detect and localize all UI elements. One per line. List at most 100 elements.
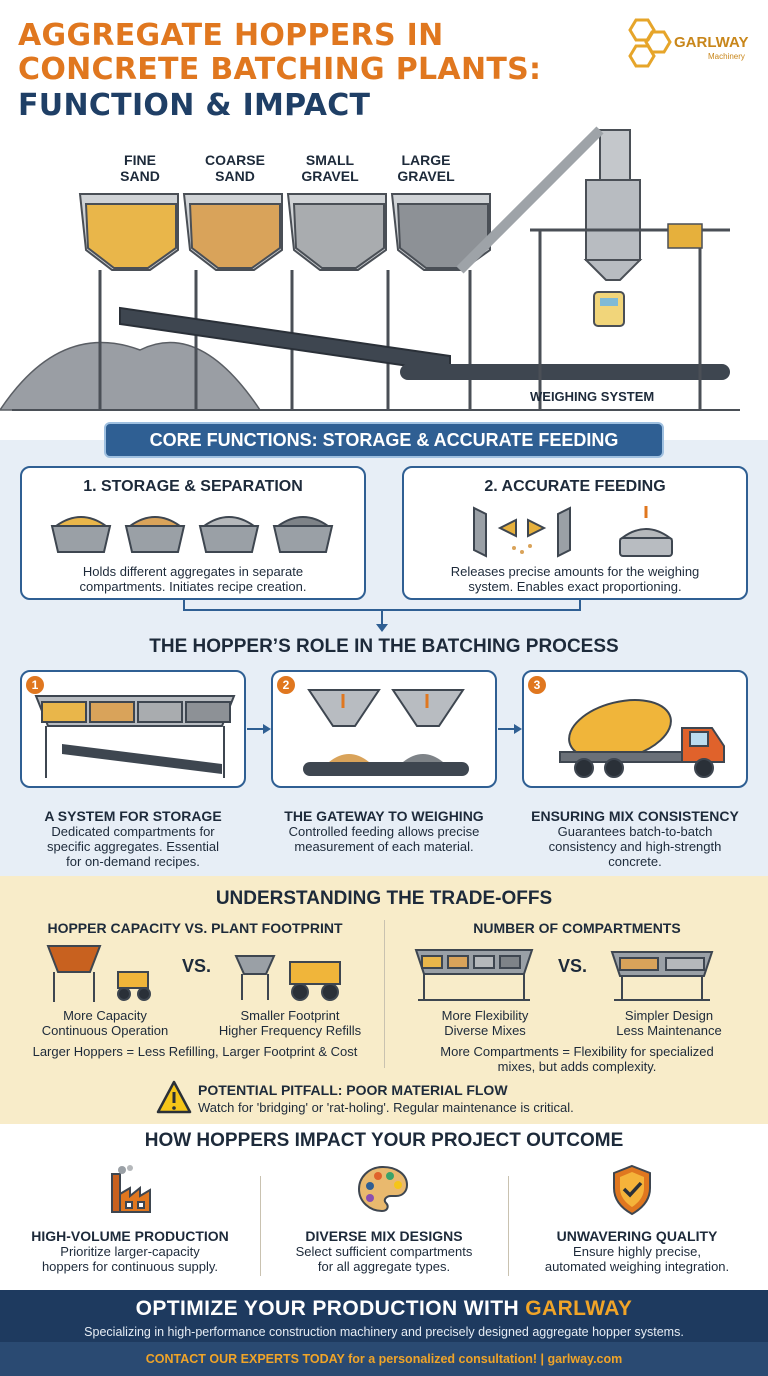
footer-tagline: Specializing in high-performance constru… xyxy=(84,1325,684,1339)
aggregate-label-fine-sand: FINE SAND xyxy=(100,152,180,184)
compartments-option-b: Simpler Design Less Maintenance xyxy=(584,1008,754,1038)
step-title: ENSURING MIX CONSISTENCY xyxy=(531,808,739,824)
impact-item-title: UNWAVERING QUALITY xyxy=(556,1228,718,1244)
impact-title: HOW HOPPERS IMPACT YOUR PROJECT OUTCOME xyxy=(144,1130,624,1151)
label-line: SMALL xyxy=(305,152,355,168)
step-title: A SYSTEM FOR STORAGE xyxy=(44,808,222,824)
storage-separation-card: 1. STORAGE & SEPARATION Holds different … xyxy=(20,466,366,600)
label-line: GRAVEL xyxy=(301,168,359,184)
pitfall-title: POTENTIAL PITFALL: POOR MATERIAL FLOW xyxy=(198,1082,508,1098)
summary-line: mixes, but adds complexity. xyxy=(497,1059,657,1074)
step-number: 2 xyxy=(277,676,295,694)
impact-item-production: HIGH-VOLUME PRODUCTION Prioritize larger… xyxy=(4,1228,256,1274)
factory-icon xyxy=(111,1165,151,1213)
weighing-system-label: WEIGHING SYSTEM xyxy=(530,389,655,404)
step-text-storage: A SYSTEM FOR STORAGE Dedicated compartme… xyxy=(12,808,254,869)
step-line: for on-demand recipes. xyxy=(66,854,200,869)
impact-item-title: DIVERSE MIX DESIGNS xyxy=(305,1228,463,1244)
step-number: 1 xyxy=(26,676,44,694)
step-card-consistency: 3 xyxy=(522,670,748,788)
aggregate-label-small-gravel: SMALL GRAVEL xyxy=(290,152,370,184)
capacity-summary: Larger Hoppers = Less Refilling, Larger … xyxy=(32,1044,358,1059)
option-line: Smaller Footprint xyxy=(240,1008,340,1023)
step-arrow-icon xyxy=(498,724,522,734)
tradeoffs-divider xyxy=(384,920,385,1068)
card-title: 2. ACCURATE FEEDING xyxy=(484,478,666,495)
step-card-storage: 1 xyxy=(20,670,246,788)
impact-item-mix-designs: DIVERSE MIX DESIGNS Select sufficient co… xyxy=(262,1228,506,1274)
impact-item-line: Ensure highly precise, xyxy=(573,1244,701,1259)
step-line: Controlled feeding allows precise xyxy=(288,824,480,839)
impact-section: HOW HOPPERS IMPACT YOUR PROJECT OUTCOME … xyxy=(0,1124,768,1290)
aggregate-label-coarse-sand: COARSE SAND xyxy=(195,152,275,184)
warning-icon xyxy=(156,1080,192,1114)
impact-divider xyxy=(260,1176,261,1276)
step-line: consistency and high-strength xyxy=(548,839,722,854)
label-line: COARSE xyxy=(205,152,265,168)
shield-check-icon xyxy=(613,1164,651,1216)
footer-title: OPTIMIZE YOUR PRODUCTION WITH GARLWAY xyxy=(0,1297,768,1321)
feeding-gate-scale-icon xyxy=(473,506,674,558)
tradeoffs-title: UNDERSTANDING THE TRADE-OFFS xyxy=(215,888,553,909)
card-text-line-1: Releases precise amounts for the weighin… xyxy=(450,564,700,579)
palette-icon xyxy=(357,1165,409,1213)
vs-label: VS. xyxy=(558,956,588,976)
garlway-logo[interactable]: GARLWAY Machinery xyxy=(622,18,758,70)
hopper-row-icon xyxy=(34,695,236,778)
impact-item-line: automated weighing integration. xyxy=(544,1259,730,1274)
step-text-consistency: ENSURING MIX CONSISTENCY Guarantees batc… xyxy=(514,808,756,869)
impact-item-line: for all aggregate types. xyxy=(317,1259,451,1274)
option-line: More Flexibility xyxy=(441,1008,529,1023)
hexagon-logo-icon xyxy=(628,18,672,68)
label-line: FINE xyxy=(124,152,156,168)
label-line: SAND xyxy=(215,168,255,184)
simple-hopper-icon xyxy=(610,951,714,1001)
footer-title-prefix: OPTIMIZE YOUR PRODUCTION WITH xyxy=(135,1297,526,1320)
pitfall-text: Watch for 'bridging' or 'rat-holing'. Re… xyxy=(198,1100,574,1115)
compartments-title: NUMBER OF COMPARTMENTS xyxy=(473,920,681,936)
connector-arrow xyxy=(183,600,581,632)
step-line: measurement of each material. xyxy=(294,839,474,854)
hero-section: AGGREGATE HOPPERS IN CONCRETE BATCHING P… xyxy=(0,0,768,440)
footer-contact-link[interactable]: CONTACT OUR EXPERTS TODAY for a personal… xyxy=(145,1352,623,1366)
batching-plant-illustration xyxy=(0,126,740,411)
multi-compartment-hopper-icon xyxy=(414,949,534,1001)
impact-item-line: Select sufficient compartments xyxy=(295,1244,473,1259)
tradeoffs-section: UNDERSTANDING THE TRADE-OFFS HOPPER CAPA… xyxy=(0,876,768,1124)
role-section-title: THE HOPPER’S ROLE IN THE BATCHING PROCES… xyxy=(149,636,619,657)
title-line-1: AGGREGATE HOPPERS IN xyxy=(18,18,444,53)
summary-line: More Compartments = Flexibility for spec… xyxy=(440,1044,714,1059)
compartments-option-a: More Flexibility Diverse Mixes xyxy=(400,1008,570,1038)
core-functions-section: CORE FUNCTIONS: STORAGE & ACCURATE FEEDI… xyxy=(0,422,768,876)
impact-item-quality: UNWAVERING QUALITY Ensure highly precise… xyxy=(510,1228,764,1274)
capacity-option-b: Smaller Footprint Higher Frequency Refil… xyxy=(200,1008,380,1038)
large-hopper-loader-icon xyxy=(46,945,151,1002)
logo-name: GARLWAY xyxy=(674,34,749,51)
option-line: Continuous Operation xyxy=(41,1023,169,1038)
step-title: THE GATEWAY TO WEIGHING xyxy=(284,808,484,824)
gateway-hoppers-icon xyxy=(303,689,469,776)
compartments-summary: More Compartments = Flexibility for spec… xyxy=(392,1044,762,1074)
step-line: Dedicated compartments for xyxy=(51,824,215,839)
impact-item-line: hoppers for continuous supply. xyxy=(41,1259,219,1274)
impact-item-title: HIGH-VOLUME PRODUCTION xyxy=(31,1228,229,1244)
step-text-weighing: THE GATEWAY TO WEIGHING Controlled feedi… xyxy=(263,808,505,854)
label-line: GRAVEL xyxy=(397,168,455,184)
step-line: Guarantees batch-to-batch xyxy=(557,824,713,839)
mixer-truck-icon xyxy=(559,699,725,778)
card-text-line-1: Holds different aggregates in separate xyxy=(82,564,304,579)
card-text-line-2: compartments. Initiates recipe creation. xyxy=(79,579,307,594)
capacity-option-a: More Capacity Continuous Operation xyxy=(20,1008,190,1038)
impact-divider xyxy=(508,1176,509,1276)
option-line: Less Maintenance xyxy=(616,1023,722,1038)
step-number: 3 xyxy=(528,676,546,694)
card-text-line-2: system. Enables exact proportioning. xyxy=(468,579,682,594)
aggregate-label-large-gravel: LARGE GRAVEL xyxy=(386,152,466,184)
footer-contact-bar: CONTACT OUR EXPERTS TODAY for a personal… xyxy=(0,1342,768,1376)
label-line: SAND xyxy=(120,168,160,184)
bins-icon xyxy=(50,516,334,553)
vs-label: VS. xyxy=(182,956,212,976)
step-arrow-icon xyxy=(247,724,271,734)
title-line-3: FUNCTION & IMPACT xyxy=(18,88,371,123)
logo-sub: Machinery xyxy=(708,52,745,61)
